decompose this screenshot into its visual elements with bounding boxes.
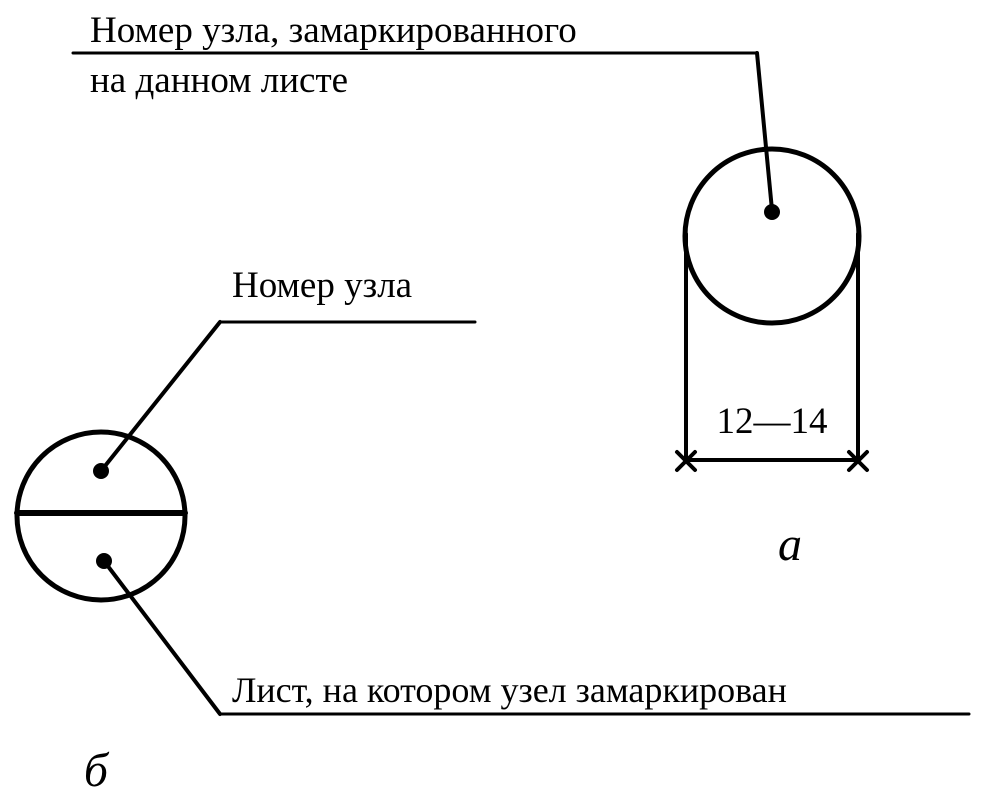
figure-label-a: а (778, 518, 802, 571)
figure-label-b: б (84, 744, 110, 795)
sheet-range-label: 12—14 (717, 401, 828, 442)
tick-mark-right (847, 450, 869, 472)
leader-dot-a (764, 204, 780, 220)
leader-line-a (755, 51, 774, 212)
leader-line-bottom (102, 559, 222, 716)
figure-b: Номер узла Лист, на котором узел замарки… (14, 265, 971, 795)
detail-node-label-line1: Номер узла, замаркированного (90, 10, 577, 51)
node-number-label: Номер узла (232, 265, 412, 306)
leader-line-top (99, 320, 222, 473)
tick-mark-left (675, 450, 697, 472)
detail-node-circle (682, 146, 862, 326)
detail-node-label-line2: на данном листе (90, 60, 348, 101)
figure-a: Номер узла, замаркированного на данном л… (71, 10, 869, 571)
sheet-marked-label: Лист, на котором узел замаркирован (232, 670, 787, 710)
